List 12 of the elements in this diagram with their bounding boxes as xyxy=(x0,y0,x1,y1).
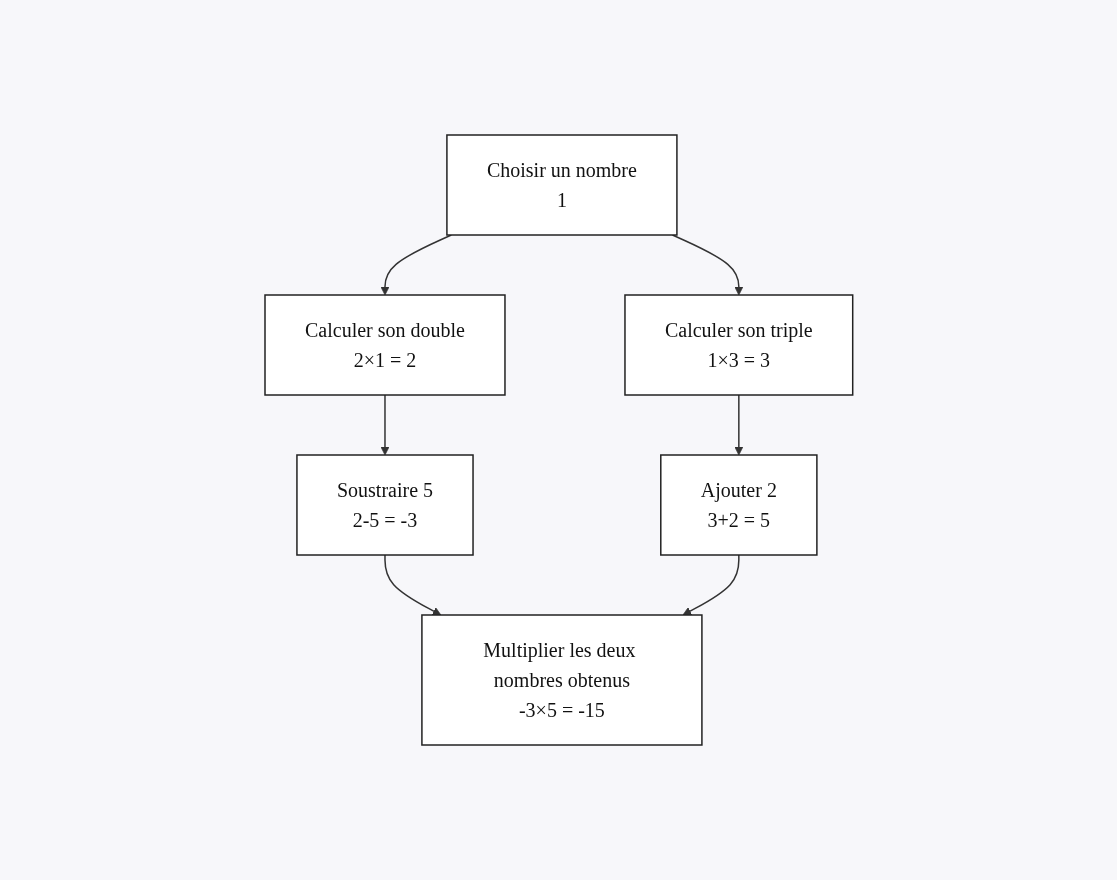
arrow xyxy=(734,394,743,456)
node-box: Calculer son double 2×1 = 2 xyxy=(263,294,506,396)
arrow xyxy=(671,234,743,296)
arrow xyxy=(380,234,452,296)
arrow xyxy=(383,554,441,616)
node-box: Ajouter 2 3+2 = 5 xyxy=(659,454,818,556)
node-box: Multiplier les deux nombres obtenus -3×5 = -15 xyxy=(420,614,703,746)
node-box: Soustraire 5 2-5 = -3 xyxy=(295,454,474,556)
node-box: Calculer son triple 1×3 = 3 xyxy=(623,294,854,396)
arrow xyxy=(380,394,389,456)
node-box: Choisir un nombre 1 xyxy=(445,134,678,236)
arrow xyxy=(682,554,740,616)
